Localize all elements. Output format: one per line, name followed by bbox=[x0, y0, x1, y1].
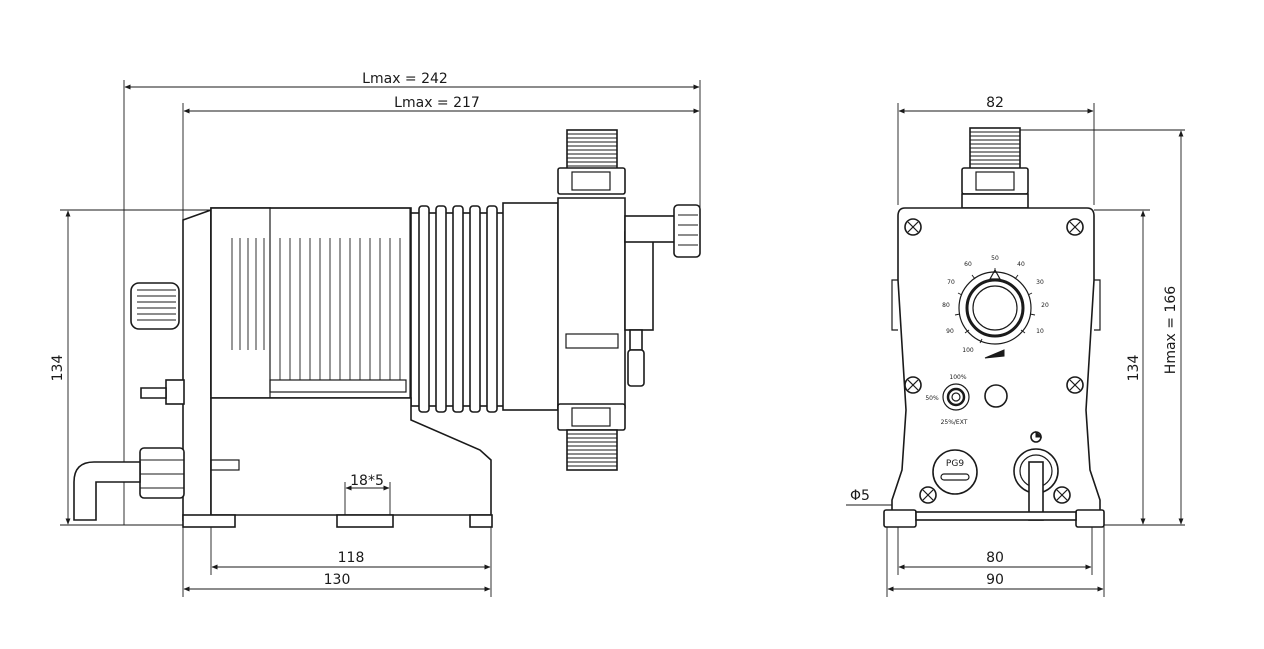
dial-label-60: 60 bbox=[964, 261, 972, 268]
dim-base-outer-side: 130 bbox=[324, 572, 351, 588]
dim-base-inner-front: 80 bbox=[986, 550, 1004, 566]
dial-label-80: 80 bbox=[942, 302, 950, 309]
pump-head bbox=[557, 197, 626, 409]
stroke-length-knob: 100% 50% 25%/EXT bbox=[925, 374, 970, 426]
stroke-label-25ext: 25%/EXT bbox=[941, 419, 968, 426]
cable-elbow bbox=[73, 461, 141, 521]
dim-height-side: 134 bbox=[50, 355, 66, 382]
dial-label-90: 90 bbox=[946, 328, 954, 335]
stroke-label-50: 50% bbox=[925, 395, 939, 402]
power-cable-entry bbox=[1013, 430, 1059, 521]
dial-label-20: 20 bbox=[1041, 302, 1049, 309]
dial-label-30: 30 bbox=[1036, 279, 1044, 286]
dim-base-outer-front: 90 bbox=[986, 572, 1004, 588]
outlet-valve-nut bbox=[673, 204, 701, 258]
side-view: Lmax = 242 Lmax = 217 134 118 130 bbox=[50, 71, 701, 597]
bottom-suction-fitting bbox=[557, 403, 626, 471]
pump-housing bbox=[210, 207, 412, 399]
front-view: 82 134 Hmax = 166 Φ5 80 90 bbox=[846, 95, 1185, 597]
front-foot-left bbox=[883, 509, 917, 528]
dim-hole: Φ5 bbox=[850, 488, 870, 504]
dial-label-10: 10 bbox=[1036, 328, 1044, 335]
dim-hmax: Hmax = 166 bbox=[1163, 286, 1179, 374]
dim-slot: 18*5 bbox=[350, 473, 384, 489]
panel-screw-bottom-right bbox=[1053, 486, 1071, 504]
dial-label-70: 70 bbox=[947, 279, 955, 286]
frequency-dial: 50 40 30 20 10 60 70 80 90 100 bbox=[942, 255, 1049, 359]
dial-label-40: 40 bbox=[1017, 261, 1025, 268]
dim-base-inner-side: 118 bbox=[338, 550, 365, 566]
panel-screw-mid-right bbox=[1066, 376, 1084, 394]
dial-label-100: 100 bbox=[962, 347, 974, 354]
base-bracket bbox=[210, 397, 492, 516]
panel-screw-top-right bbox=[1066, 218, 1084, 236]
panel-screw-bottom-left bbox=[919, 486, 937, 504]
top-discharge-fitting bbox=[557, 129, 626, 195]
front-top-fitting bbox=[961, 127, 1029, 209]
pg9-cable-gland: PG9 bbox=[932, 449, 978, 495]
dim-height-front: 134 bbox=[1126, 355, 1142, 382]
stroke-label-100: 100% bbox=[949, 374, 966, 381]
dial-ticks bbox=[954, 268, 1036, 344]
dim-lmax-inner: Lmax = 217 bbox=[394, 95, 480, 111]
panel-screw-top-left bbox=[904, 218, 922, 236]
pg9-label: PG9 bbox=[946, 459, 964, 469]
dim-lmax-outer: Lmax = 242 bbox=[362, 71, 448, 87]
panel-screw-mid-left bbox=[904, 376, 922, 394]
front-foot-right bbox=[1075, 509, 1105, 528]
housing-ribs bbox=[231, 238, 401, 380]
dim-width-top: 82 bbox=[986, 95, 1004, 111]
indicator-lamp bbox=[984, 384, 1008, 408]
neck-fins bbox=[418, 205, 498, 413]
cable-gland-rear bbox=[139, 447, 185, 499]
dial-label-50: 50 bbox=[991, 255, 999, 262]
rear-knob-grip bbox=[137, 289, 176, 321]
